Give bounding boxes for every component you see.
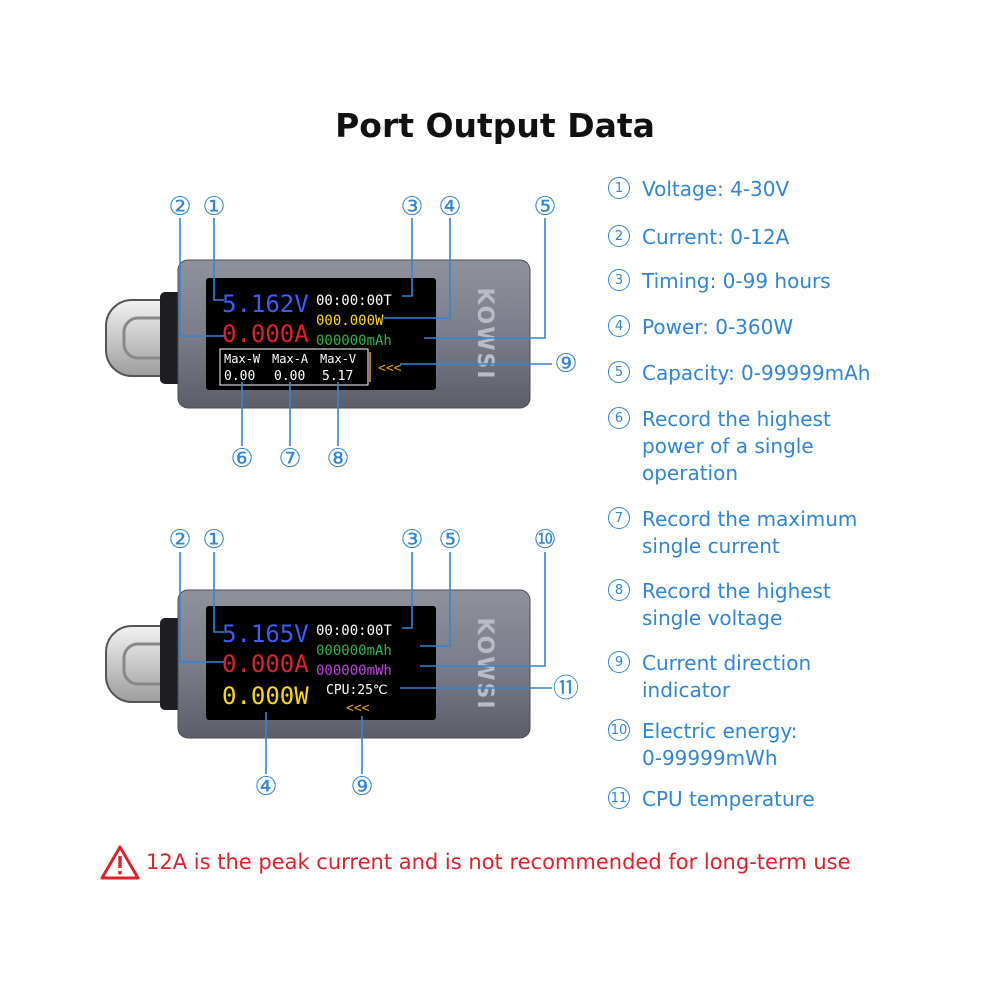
callout-4-top: ④ — [438, 192, 461, 222]
callout-1-bottom: ① — [202, 525, 225, 555]
spec-number: 10 — [608, 719, 630, 741]
max-w-value: 0.00 — [224, 369, 255, 384]
spec-text: Power: 0-360W — [642, 315, 794, 339]
spec-number: 9 — [608, 651, 630, 673]
spec-text: Current: 0-12A — [642, 225, 790, 249]
current-readout: 0.000A — [222, 320, 309, 348]
spec-item-current: 2 Current: 0-12A — [608, 224, 978, 251]
spec-number: 2 — [608, 225, 630, 247]
timer-readout: 00:00:00T — [316, 293, 392, 309]
spec-text: Current direction indicator — [642, 651, 812, 702]
warning-triangle-icon — [100, 845, 140, 880]
callout-7-top: ⑦ — [278, 444, 301, 474]
meter-device-bottom: KOWSI 5.165V 0.000A 0.000W 00:00:00T 000… — [105, 589, 531, 739]
spec-number: 7 — [608, 507, 630, 529]
spec-text: Record the highest single voltage — [642, 579, 831, 630]
energy-readout: 000000mWh — [316, 663, 392, 679]
voltage-readout: 5.165V — [222, 620, 309, 648]
power-readout: 000.000W — [316, 313, 384, 329]
spec-item-voltage: 1 Voltage: 4-30V — [608, 176, 978, 203]
callout-5-bottom: ⑤ — [438, 525, 461, 555]
spec-item-max-current: 7 Record the maximum single current — [608, 506, 978, 560]
capacity-readout: 000000mAh — [316, 643, 392, 659]
spec-item-max-voltage: 8 Record the highest single voltage — [608, 578, 978, 632]
spec-text: Timing: 0-99 hours — [642, 269, 831, 293]
spec-item-cpu-temp: 11 CPU temperature — [608, 786, 978, 813]
callout-9-top: ⑨ — [554, 349, 577, 379]
callout-4-bottom: ④ — [254, 772, 277, 802]
spec-number: 5 — [608, 361, 630, 383]
spec-item-max-power: 6 Record the highest power of a single o… — [608, 406, 978, 487]
callouts-bottom — [179, 552, 552, 774]
max-v-label: Max-V — [320, 352, 356, 366]
callout-3-bottom: ③ — [400, 525, 423, 555]
spec-text: CPU temperature — [642, 787, 815, 811]
spec-number: 1 — [608, 177, 630, 199]
arrow-left-icon: <<< — [346, 701, 370, 716]
spec-text: Voltage: 4-30V — [642, 177, 790, 201]
current-readout: 0.000A — [222, 650, 309, 678]
callout-1-top: ① — [202, 192, 225, 222]
brand-logo: KOWSI — [472, 617, 497, 710]
spec-number: 4 — [608, 315, 630, 337]
callout-5-top: ⑤ — [533, 192, 556, 222]
max-panel — [219, 348, 369, 386]
spec-text: Record the maximum single current — [642, 507, 858, 558]
callout-3-top: ③ — [400, 192, 423, 222]
meter-device-top: KOWSI 5.162V 0.000A 00:00:00T 000.000W 0… — [105, 259, 531, 409]
capacity-readout: 000000mAh — [316, 333, 392, 349]
callout-2-bottom: ② — [168, 525, 191, 555]
spec-item-direction: 9 Current direction indicator — [608, 650, 978, 704]
callout-10-bottom: ⑩ — [533, 525, 556, 555]
spec-number: 3 — [608, 269, 630, 291]
warning-text: 12A is the peak current and is not recom… — [146, 850, 851, 874]
spec-number: 8 — [608, 579, 630, 601]
arrow-left-icon: <<< — [378, 361, 402, 376]
spec-text: Capacity: 0-99999mAh — [642, 361, 871, 385]
cpu-temp-readout: CPU:25℃ — [326, 683, 388, 698]
spec-number: 11 — [608, 787, 630, 809]
max-w-label: Max-W — [224, 352, 261, 366]
callout-8-top: ⑧ — [326, 444, 349, 474]
spec-item-capacity: 5 Capacity: 0-99999mAh — [608, 360, 978, 387]
max-a-label: Max-A — [272, 352, 309, 366]
brand-logo: KOWSI — [472, 287, 497, 380]
callouts-top — [179, 218, 552, 446]
callout-11-bottom: ⑪ — [553, 674, 579, 704]
spec-item-energy: 10 Electric energy: 0-99999mWh — [608, 718, 978, 772]
power-readout: 0.000W — [222, 682, 309, 710]
spec-item-timing: 3 Timing: 0-99 hours — [608, 268, 978, 295]
page-title: Port Output Data — [335, 106, 655, 145]
voltage-readout: 5.162V — [222, 290, 309, 318]
spec-item-power: 4 Power: 0-360W — [608, 314, 978, 341]
warning-note: 12A is the peak current and is not recom… — [100, 842, 980, 882]
diagram: KOWSI 5.162V 0.000A 00:00:00T 000.000W 0… — [105, 192, 579, 802]
spec-text: Electric energy: 0-99999mWh — [642, 719, 798, 770]
callout-9-bottom: ⑨ — [350, 772, 373, 802]
max-a-value: 0.00 — [274, 369, 305, 384]
timer-readout: 00:00:00T — [316, 623, 392, 639]
lcd-screen — [206, 606, 436, 720]
callout-6-top: ⑥ — [230, 444, 253, 474]
spec-number: 6 — [608, 407, 630, 429]
callout-2-top: ② — [168, 192, 191, 222]
spec-text: Record the highest power of a single ope… — [642, 407, 831, 485]
max-v-value: 5.17 — [322, 369, 353, 384]
